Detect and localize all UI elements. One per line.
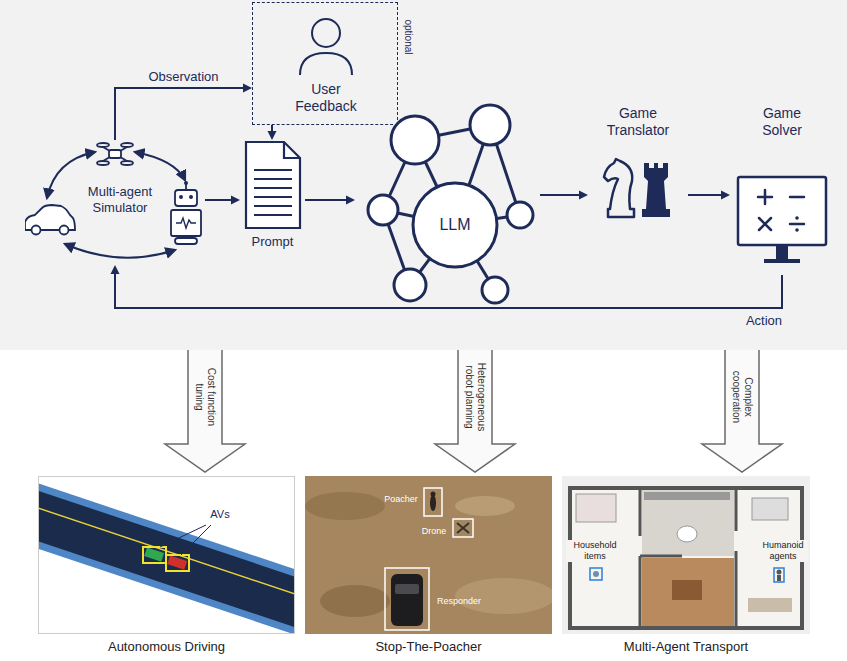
flow-connector [111,265,783,308]
callout-label: Poacher [380,494,422,505]
callout-label: Humanoid agents [758,540,808,562]
scenario-panel: Multi-Agent Transport [562,476,810,658]
flow-connector [268,125,277,140]
node-label: Game Translator [593,105,683,139]
arrow-head [111,265,120,274]
arrow-head [231,196,240,205]
panel-edge [0,348,847,350]
arrow-head [268,131,277,140]
connector-line [305,199,347,201]
node-label: Autonomous Driving [38,639,295,655]
node-label: Prompt [235,234,310,250]
arrow-caption: Complex cooperation [730,355,754,439]
node-label: Multi-Agent Transport [562,639,810,655]
game-translator: Game Translator [588,105,688,225]
arrow-head [721,191,730,200]
down-arrow [702,349,782,472]
callout-label: Drone [418,526,450,537]
arrow-head [243,84,252,93]
flow-connector [205,196,240,205]
scenario-panel: Stop-The-Poacher [305,476,552,658]
edge-label: Observation [146,69,220,85]
edge-label: Action [744,313,784,329]
down-arrow [435,349,515,472]
arrow-head [579,191,588,200]
game-solver: Game Solver [730,105,835,275]
connector-line [540,194,580,196]
down-arrow [165,349,245,472]
flow-connector [115,84,252,141]
node-art [305,476,552,634]
node-label: LLM [425,215,485,234]
node-label: User Feedback [286,81,366,115]
prompt-document: Prompt [240,140,305,255]
connector-line [115,88,244,140]
connector-line [205,199,232,201]
connector-line [271,125,273,132]
node-label: Multi-agent Simulator [80,184,160,215]
feedback-box: User Feedbackoptional [252,2,398,125]
panel-background [0,0,847,350]
flow-connector [688,191,730,200]
side-note: optional [402,10,414,64]
node-label: Stop-The-Poacher [305,639,552,655]
scenario-panel: Autonomous Driving [38,476,295,658]
arrow-caption: Heterogeneous robot planning [463,355,487,439]
arrow-caption: Cost function tuning [193,355,217,439]
callout-label: AVs [205,508,235,521]
node-art [38,476,295,634]
node-label: Game Solver [752,105,812,139]
flow-connector [540,191,588,200]
llm-network: LLM [355,95,540,310]
callout-label: Responder [434,596,484,607]
arrow-head [346,196,355,205]
connector-line [115,273,782,308]
callout-label: Household items [566,540,624,562]
simulator-group: Multi-agent Simulator [25,140,205,265]
node-art [355,95,540,310]
flow-connector [305,196,355,205]
connector-line [688,194,722,196]
